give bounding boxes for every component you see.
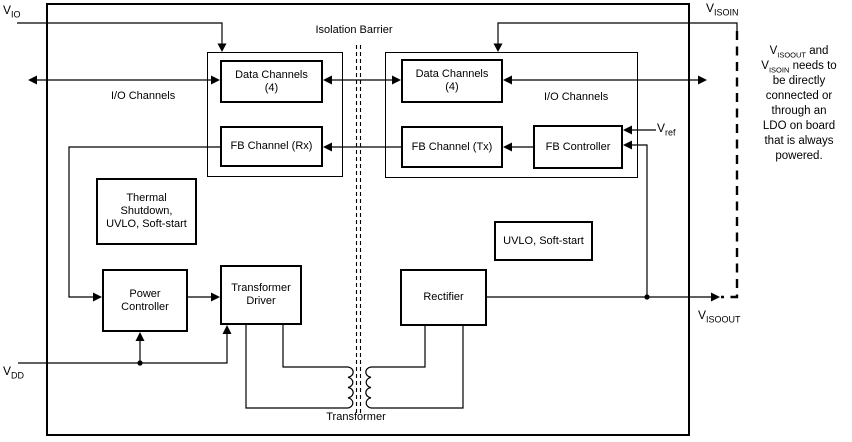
block-label: FB Channel (Rx) bbox=[230, 140, 313, 152]
block-label: Controller bbox=[121, 300, 169, 313]
arrowhead-visoout-right bbox=[711, 292, 720, 302]
pin-label-visoin: VISOIN bbox=[706, 1, 739, 18]
block-label: (4) bbox=[264, 81, 279, 94]
pin-label-vio: VIO bbox=[3, 3, 21, 20]
io-channels-label-right: I/O Channels bbox=[544, 91, 609, 103]
block-label: UVLO, Soft-start bbox=[106, 218, 187, 230]
block-label: Thermal bbox=[126, 192, 167, 204]
side-note-line: LDO on board bbox=[762, 120, 836, 132]
pin-base: V bbox=[657, 121, 666, 135]
block-label: (4) bbox=[445, 81, 459, 93]
block-label: Data Channels bbox=[235, 68, 308, 81]
pin-subscript: ISOOUT bbox=[706, 314, 741, 325]
isolation-barrier-label: Isolation Barrier bbox=[315, 24, 393, 36]
side-note-line: through an bbox=[771, 105, 827, 117]
pin-label-vdd: VDD bbox=[3, 364, 25, 381]
block-label: Rectifier bbox=[423, 291, 464, 303]
block-thermal-shutdown: Thermal Shutdown, UVLO, Soft-start bbox=[96, 178, 197, 245]
block-label: Transformer bbox=[231, 282, 291, 294]
block-transformer-driver: Transformer Driver bbox=[220, 265, 302, 325]
block-fb-channel-tx: FB Channel (Tx) bbox=[401, 126, 503, 168]
block-label: FB Channel (Tx) bbox=[411, 140, 493, 153]
block-label: Power bbox=[129, 287, 161, 300]
pin-label-visoout: VISOOUT bbox=[698, 308, 741, 325]
block-power-controller: Power Controller bbox=[102, 269, 188, 332]
block-label: FB Controller bbox=[545, 140, 611, 153]
block-label: Shutdown, bbox=[120, 205, 173, 217]
pin-subscript: DD bbox=[11, 370, 25, 381]
right-channel-group-outline bbox=[385, 52, 638, 178]
side-note: VISOOUT and VISOIN needs to be directly … bbox=[746, 44, 852, 164]
io-channels-label-left: I/O Channels bbox=[111, 90, 176, 102]
block-label: UVLO, Soft-start bbox=[503, 234, 584, 247]
left-channel-group-outline bbox=[207, 52, 343, 177]
side-note-line: powered. bbox=[775, 150, 823, 162]
block-data-channels-left: Data Channels (4) bbox=[220, 60, 323, 103]
external-dashed-connector bbox=[721, 31, 739, 299]
block-rectifier: Rectifier bbox=[400, 269, 487, 326]
pin-base: V bbox=[698, 308, 707, 322]
side-note-line: VISOOUT and bbox=[769, 45, 829, 60]
pin-subscript: ISOIN bbox=[714, 7, 739, 18]
block-uvlo-soft-start: UVLO, Soft-start bbox=[494, 221, 593, 261]
pin-subscript: ref bbox=[665, 127, 676, 138]
pin-label-vref: Vref bbox=[657, 121, 676, 138]
arrowhead-io-right-out bbox=[698, 75, 707, 85]
block-label: Driver bbox=[246, 295, 276, 307]
block-label: Data Channels bbox=[415, 68, 489, 80]
pin-base: V bbox=[3, 364, 12, 378]
transformer-label: Transformer bbox=[326, 411, 386, 423]
arrowhead-io-left-out bbox=[28, 75, 37, 85]
pin-base: V bbox=[706, 1, 715, 15]
side-note-line: that is always bbox=[764, 135, 834, 147]
side-note-line: be directly bbox=[772, 75, 826, 87]
side-note-line: connected or bbox=[765, 90, 833, 102]
block-fb-channel-rx: FB Channel (Rx) bbox=[220, 126, 323, 167]
block-data-channels-right: Data Channels (4) bbox=[401, 59, 503, 103]
pin-base: V bbox=[3, 3, 12, 17]
pin-subscript: IO bbox=[11, 9, 21, 20]
block-fb-controller: FB Controller bbox=[533, 125, 623, 169]
side-note-line: VISOIN needs to bbox=[761, 60, 837, 75]
